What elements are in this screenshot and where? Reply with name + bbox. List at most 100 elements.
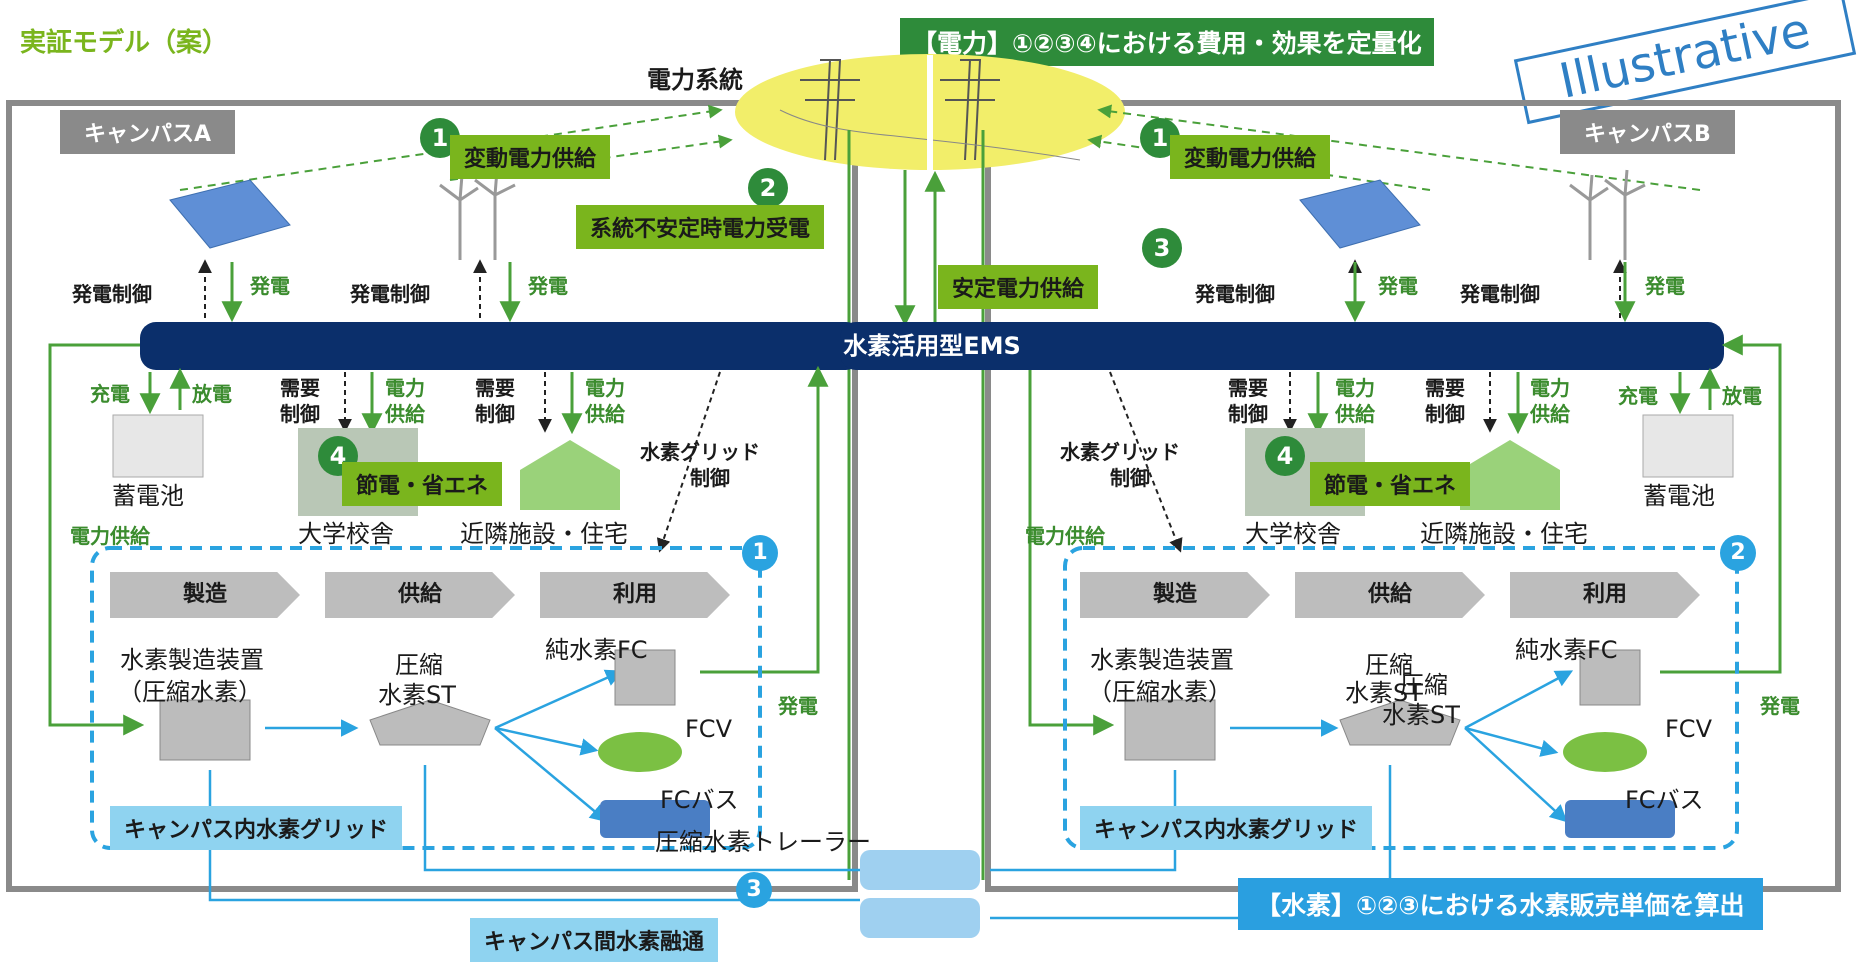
- fcv-label-a: FCV: [685, 715, 732, 743]
- compress-label-a: 圧縮: [395, 651, 443, 679]
- ems-bar-right: [840, 322, 1724, 370]
- gen-control-label-1: 発電制御: [72, 282, 152, 306]
- variable-supply-box-a: 変動電力供給: [450, 135, 611, 179]
- wind-turbine-icon: [439, 169, 1646, 260]
- charge-label: 充電: [90, 382, 130, 406]
- supply-label-3: 供給: [1335, 402, 1375, 426]
- power-label-1: 電力: [385, 376, 425, 400]
- h2-grid-control-label-b1: 水素グリッド: [1060, 440, 1180, 464]
- gen-label-1: 発電: [250, 274, 290, 298]
- h2-badge-2: 2: [1720, 535, 1756, 571]
- h2-device-icon: [159, 699, 251, 761]
- ems-label: 水素活用型EMS: [843, 332, 1021, 360]
- trailer-icon: [860, 850, 980, 890]
- univ-label-b: 大学校舎: [1245, 520, 1341, 548]
- h2-badge-1: 1: [742, 535, 778, 571]
- control-label-3: 制御: [1228, 402, 1268, 426]
- h2-grid-control-label-a1: 水素グリッド: [640, 440, 760, 464]
- demand-label-1: 需要: [280, 376, 320, 400]
- gen-control-label-2: 発電制御: [350, 282, 430, 306]
- campus-grid-label-b: キャンパス内水素グリッド: [1080, 806, 1373, 850]
- campus-a-label: キャンパスA: [60, 110, 236, 154]
- fc-bus-icon-b: [1565, 800, 1675, 838]
- number-badge-2: 2: [748, 168, 788, 208]
- number-badge-3: 3: [1142, 228, 1182, 268]
- stage-use-a: 利用: [540, 572, 730, 618]
- compress-label-b: 圧縮: [1365, 651, 1413, 679]
- neighbor-label-b: 近隣施設・住宅: [1420, 520, 1588, 548]
- houses-icon: [520, 440, 620, 510]
- gen-label-4: 発電: [1645, 274, 1685, 298]
- unstable-receive-box: 系統不安定時電力受電: [576, 205, 825, 249]
- fc-bus-icon: [600, 800, 710, 838]
- battery-icon: [112, 414, 204, 478]
- demand-label-3: 需要: [1228, 376, 1268, 400]
- h2-station-icon: [369, 699, 491, 746]
- stage-manufacture-a: 製造: [110, 572, 300, 618]
- h2-grid-control-label-b2: 制御: [1110, 466, 1150, 490]
- save-energy-box-a: 節電・省エネ: [342, 462, 503, 506]
- fc-bus-label-a: FCバス: [660, 786, 739, 814]
- inter-campus-label: キャンパス間水素融通: [470, 918, 719, 962]
- overlap-h2-st-label: 水素ST: [1382, 701, 1460, 729]
- pure-fc-label-a: 純水素FC: [545, 636, 648, 664]
- gen-label-fc-b: 発電: [1760, 694, 1800, 718]
- power-label-4: 電力: [1530, 376, 1570, 400]
- supply-label-2: 供給: [585, 402, 625, 426]
- h2-station-icon-b: [1339, 699, 1461, 746]
- h2-device-label-a2: （圧縮水素）: [118, 678, 262, 706]
- trailer-icon-b: [860, 898, 980, 938]
- power-label-2: 電力: [585, 376, 625, 400]
- stage-supply-a: 供給: [325, 572, 515, 618]
- discharge-label: 放電: [192, 382, 232, 406]
- trailer-label: 圧縮水素トレーラー: [655, 828, 871, 856]
- supply-label-1: 供給: [385, 402, 425, 426]
- neighbor-label-a: 近隣施設・住宅: [460, 520, 628, 548]
- fc-bus-label-b: FCバス: [1625, 786, 1704, 814]
- h2-device-label-a1: 水素製造装置: [120, 646, 264, 674]
- h2-device-label-b1: 水素製造装置: [1090, 646, 1234, 674]
- discharge-label-b: 放電: [1722, 384, 1762, 408]
- fcv-icon: [598, 732, 682, 772]
- number-badge-4: 4: [318, 436, 358, 476]
- save-energy-box-b: 節電・省エネ: [1310, 462, 1471, 506]
- charge-label-b: 充電: [1618, 384, 1658, 408]
- variable-supply-box-b: 変動電力供給: [1170, 135, 1331, 179]
- gen-control-label-3: 発電制御: [1195, 282, 1275, 306]
- power-label-3: 電力: [1335, 376, 1375, 400]
- gen-control-label-4: 発電制御: [1460, 282, 1540, 306]
- houses-icon-b: [1460, 440, 1560, 510]
- supply-label-4: 供給: [1530, 402, 1570, 426]
- transmission-tower-icon: [779, 59, 1081, 161]
- stage-manufacture-b: 製造: [1080, 572, 1270, 618]
- control-label-4: 制御: [1425, 402, 1465, 426]
- pure-fc-label-b: 純水素FC: [1515, 636, 1618, 664]
- control-label-2: 制御: [475, 402, 515, 426]
- univ-label-a: 大学校舎: [298, 520, 394, 548]
- h2-device-label-b2: （圧縮水素）: [1088, 678, 1232, 706]
- stage-use-b: 利用: [1510, 572, 1700, 618]
- campus-grid-label-a: キャンパス内水素グリッド: [110, 806, 403, 850]
- h2-st-label-b: 水素ST: [1345, 679, 1423, 707]
- hydrogen-banner: 【水素】①②③における水素販売単価を算出: [1238, 878, 1763, 930]
- battery-label-b: 蓄電池: [1643, 482, 1715, 510]
- stage-supply-b: 供給: [1295, 572, 1485, 618]
- demand-label-2: 需要: [475, 376, 515, 400]
- h2-grid-control-label-a2: 制御: [690, 466, 730, 490]
- pure-fc-icon: [614, 649, 676, 706]
- overlap-compress-label: 圧縮: [1400, 671, 1448, 699]
- gen-label-fc-a: 発電: [778, 694, 818, 718]
- power-banner: 【電力】①②③④における費用・効果を定量化: [900, 18, 1434, 66]
- campus-b-label: キャンパスB: [1560, 110, 1735, 154]
- page-title: 実証モデル（案）: [20, 28, 229, 58]
- gen-label-2: 発電: [528, 274, 568, 298]
- ems-bar: [140, 322, 862, 370]
- gen-label-3: 発電: [1378, 274, 1418, 298]
- fcv-icon-b: [1563, 732, 1647, 772]
- control-label-1: 制御: [280, 402, 320, 426]
- power-supply-label-a: 電力供給: [70, 524, 150, 548]
- h2-device-icon-b: [1124, 699, 1216, 761]
- fcv-label-b: FCV: [1665, 715, 1712, 743]
- grid-title: 電力系統: [647, 66, 743, 94]
